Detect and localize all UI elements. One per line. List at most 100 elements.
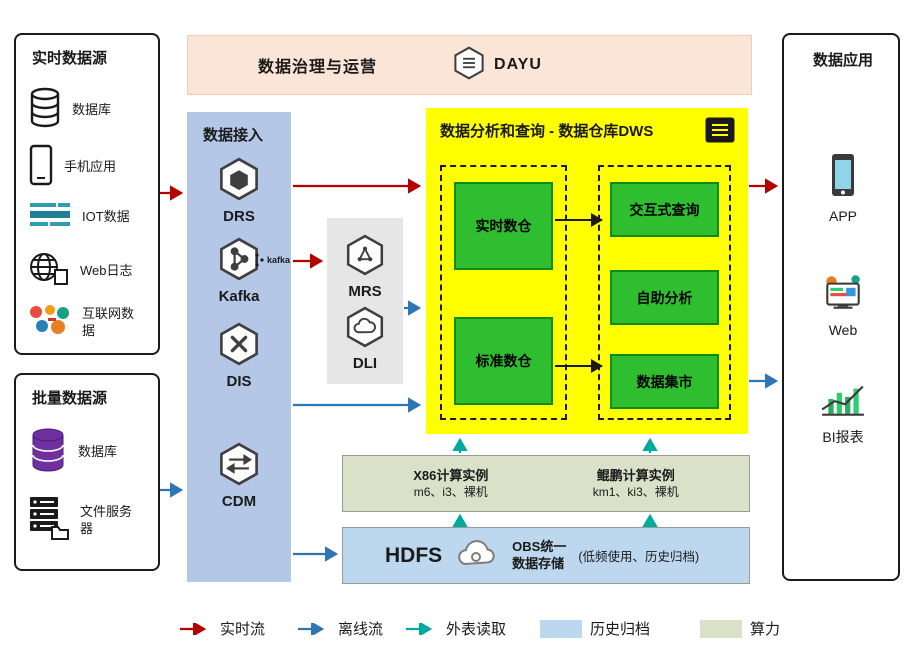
governance-title: 数据治理与运营 (258, 59, 378, 76)
kafka-logo-badge: kafka (253, 252, 290, 268)
database-icon (28, 87, 62, 134)
bi-chart-icon (820, 380, 866, 421)
cloud-obs-icon (454, 537, 500, 574)
report-icon (704, 116, 736, 149)
app-label: Web (828, 322, 858, 338)
service-label: MRS (348, 283, 382, 300)
dayu-hexagon-icon (452, 46, 486, 85)
compute-group-x86: X86计算实例 m6、i3、裸机 (413, 467, 488, 501)
legend-label: 历史归档 (590, 621, 651, 638)
legend-realtime: 实时流 (178, 618, 265, 639)
batch-sources-panel: 批量数据源 数据库 (14, 373, 160, 571)
service-label: DIS (226, 373, 252, 390)
warehouse-right-group: 交互式查询 自助分析 数据集市 (598, 165, 731, 420)
storage-bar: HDFS OBS统一 数据存储 (低频使用、历史归档) (342, 527, 750, 584)
source-label: 数据库 (78, 444, 118, 460)
service-label: DRS (223, 208, 255, 225)
warehouse-panel: 数据分析和查询 - 数据仓库DWS 实时数仓 标准数仓 交互式查询 自助分析 数… (426, 108, 748, 434)
source-item-weblog: Web日志 (28, 251, 154, 292)
web-log-icon (28, 251, 70, 292)
legend-compute: 算力 (700, 618, 780, 639)
file-server-icon (28, 495, 70, 546)
compute-group-subtitle: m6、i3、裸机 (413, 485, 488, 500)
cdm-hexagon-icon (217, 442, 261, 491)
app-item-web: Web (784, 273, 902, 338)
obs-line1: OBS统一 (512, 539, 567, 555)
realtime-sources-panel: 实时数据源 数据库 手机应用 (14, 33, 160, 355)
dayu-label: DAYU (494, 56, 542, 73)
source-item-database: 数据库 (28, 87, 154, 134)
legend-archive: 历史归档 (540, 618, 650, 639)
source-label: IOT数据 (82, 209, 130, 225)
service-label: CDM (221, 493, 257, 510)
source-label: 手机应用 (64, 159, 117, 175)
ingestion-column: 数据接入 DRS (187, 112, 291, 582)
applications-title: 数据应用 (812, 52, 873, 69)
iot-icon (28, 199, 72, 236)
compute-bar: X86计算实例 m6、i3、裸机 鲲鹏计算实例 km1、ki3、裸机 (342, 455, 750, 512)
ingestion-item-drs: DRS (187, 157, 291, 225)
app-label: BI报表 (822, 429, 864, 445)
service-label: Kafka (218, 288, 260, 305)
legend-offline-arrow-icon (298, 622, 325, 635)
warehouse-left-group: 实时数仓 标准数仓 (440, 165, 567, 420)
obs-storage-label: OBS统一 数据存储 (512, 539, 566, 572)
web-app-icon (821, 273, 865, 316)
ingestion-item-cdm: CDM (187, 442, 291, 510)
warehouse-title: 数据分析和查询 - 数据仓库DWS (440, 123, 654, 140)
internet-data-icon (28, 303, 72, 342)
source-label: 数据库 (72, 102, 112, 118)
app-item-bi: BI报表 (784, 380, 902, 447)
legend-label: 实时流 (220, 621, 266, 638)
compute-group-title: X86计算实例 (413, 467, 489, 483)
processing-item-mrs: MRS (327, 234, 403, 300)
drs-hexagon-icon (217, 157, 261, 206)
compute-group-kunpeng: 鲲鹏计算实例 km1、ki3、裸机 (593, 467, 679, 501)
node-data-mart: 数据集市 (610, 354, 719, 409)
ingestion-title: 数据接入 (203, 127, 264, 144)
source-label: Web日志 (80, 263, 133, 279)
dayu-logo: DAYU (452, 46, 542, 85)
applications-panel: 数据应用 APP Web (782, 33, 900, 581)
compute-swatch (700, 619, 742, 638)
dis-hexagon-icon (217, 322, 261, 371)
app-label: APP (828, 208, 857, 224)
batch-sources-title: 批量数据源 (32, 390, 108, 407)
dli-hexagon-icon (344, 306, 386, 353)
ingestion-item-dis: DIS (187, 322, 291, 390)
source-label: 文件服务器 (80, 504, 133, 536)
processing-item-dli: DLI (327, 306, 403, 372)
legend-realtime-arrow-icon (180, 622, 207, 635)
archive-swatch (540, 619, 582, 638)
source-label: 互联网数据 (82, 306, 135, 338)
node-realtime-warehouse: 实时数仓 (454, 182, 553, 270)
legend-label: 外表读取 (446, 621, 507, 638)
obs-line2: 数据存储 (512, 555, 565, 571)
obs-storage-note: (低频使用、历史归档) (578, 550, 700, 564)
source-item-internet: 互联网数据 (28, 303, 154, 342)
source-item-fileserver: 文件服务器 (28, 495, 154, 546)
legend-external-arrow-icon (406, 622, 433, 635)
source-item-mobile: 手机应用 (28, 144, 154, 191)
kafka-hexagon-icon (217, 237, 261, 286)
legend-external-read: 外表读取 (404, 618, 506, 639)
governance-banner: 数据治理与运营 DAYU (187, 35, 752, 95)
legend-label: 离线流 (338, 621, 384, 638)
mrs-hexagon-icon (344, 234, 386, 281)
node-interactive-query: 交互式查询 (610, 182, 719, 237)
node-standard-warehouse: 标准数仓 (454, 317, 553, 405)
source-item-iot: IOT数据 (28, 199, 154, 236)
kafka-word: kafka (267, 255, 291, 265)
hdfs-label: HDFS (385, 543, 443, 567)
app-phone-icon (830, 153, 856, 202)
app-item-app: APP (784, 153, 902, 224)
legend-label: 算力 (750, 621, 781, 638)
realtime-sources-title: 实时数据源 (32, 50, 108, 67)
compute-group-subtitle: km1、ki3、裸机 (592, 485, 679, 500)
service-label: DLI (352, 355, 378, 372)
node-self-analysis: 自助分析 (610, 270, 719, 325)
database-purple-icon (28, 427, 68, 478)
source-item-batch-database: 数据库 (28, 427, 154, 478)
ingestion-item-kafka: Kafka (187, 237, 291, 305)
